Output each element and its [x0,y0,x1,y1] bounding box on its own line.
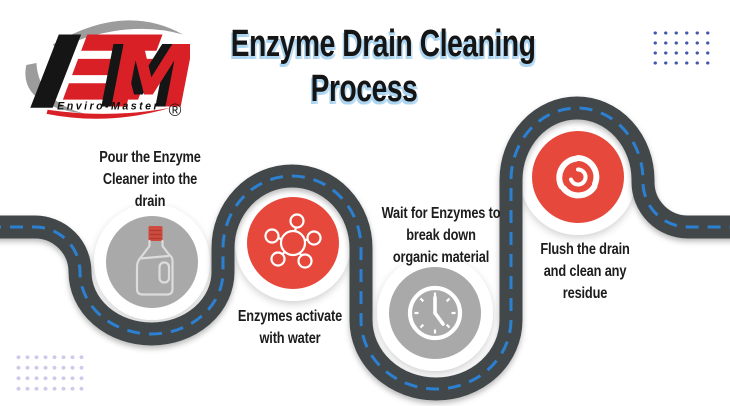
step-1-label-line-2: Cleaner into the [102,171,198,188]
swirl-icon [556,155,600,199]
step-1-label-line-3: drain [134,193,166,210]
logo-tagline: Enviro-Master [57,101,160,113]
logo-bottom-swoosh [25,62,86,114]
step-4-label-line-2: and clean any [543,263,627,280]
step-3-label-line-1: Wait for Enzymes to [381,205,501,222]
logo-m: M [110,29,190,122]
bottle-icon [135,226,174,296]
logo-red-underline [46,107,171,119]
step-4-label-line-1: Flush the drain [540,241,630,258]
step-1-label: Pour the Enzyme Cleaner into the drain [82,147,218,213]
step-1-label-line-1: Pour the Enzyme [99,149,201,166]
registered-trademark: ® [169,100,182,120]
logo-black-bar [30,34,82,108]
title-line-1: Enzyme Drain Cleaning [230,23,536,65]
step-3-label-line-3: organic material [392,249,490,266]
clock-icon [407,285,463,341]
molecule-icon [264,213,322,269]
step-2-label-line-2: with water [259,330,321,347]
step-2-label-line-1: Enzymes activate [237,308,343,325]
logo-e-stripes [62,34,163,100]
logo-m-shadow: M [99,29,184,122]
step-4-label: Flush the drain and clean any residue [517,239,653,305]
step-4-label-line-3: residue [562,285,608,302]
road-lane-dashes [0,106,730,391]
step-1-circle [106,216,198,308]
dot-pattern-top-right [650,28,712,68]
step-4-circle [532,131,624,223]
step-3-circle [389,267,481,359]
dot-pattern-bottom-left [14,352,86,394]
title-line-2: Process [310,68,418,110]
page-title: Enzyme Drain Cleaning Process [184,22,544,112]
step-2-label: Enzymes activate with water [222,306,358,350]
enviro-master-logo: M M Enviro-Master ® [25,20,190,122]
step-3-label: Wait for Enzymes to break down organic m… [373,203,509,269]
step-2-circle [247,197,339,289]
logo-top-swoosh [52,20,183,49]
step-3-label-line-2: break down [406,227,476,244]
